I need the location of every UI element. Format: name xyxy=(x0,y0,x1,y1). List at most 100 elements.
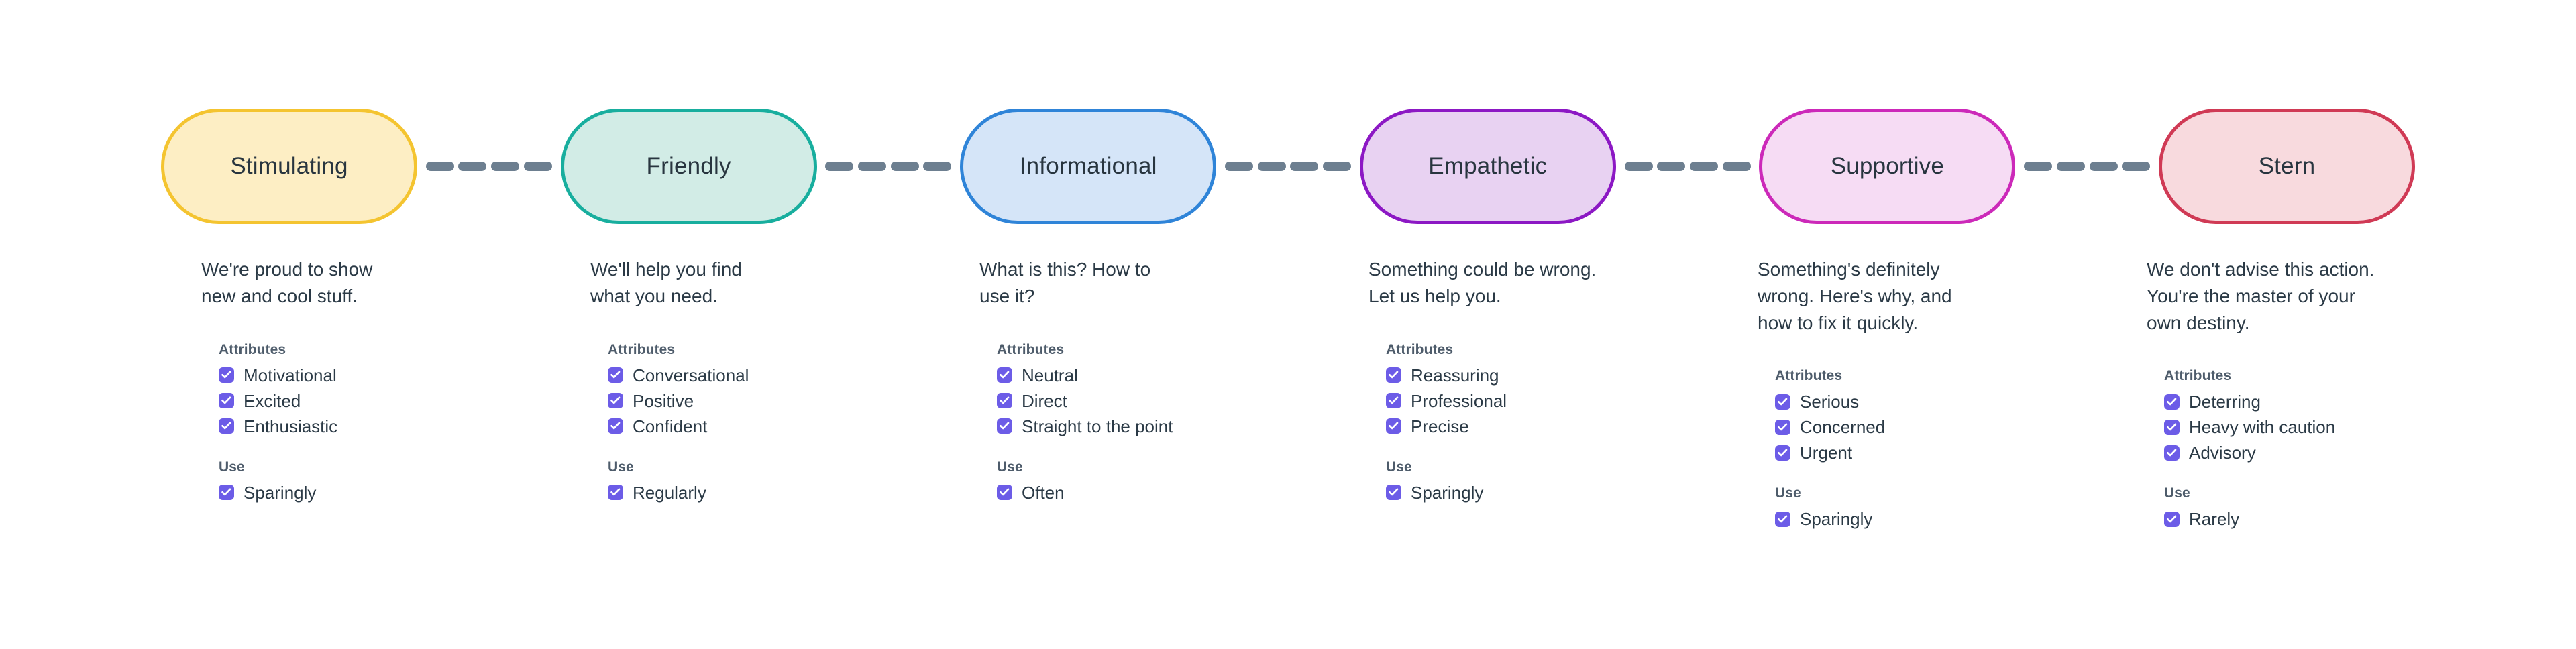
group-heading-attributes: Attributes xyxy=(219,341,286,357)
checkbox-checked-icon[interactable] xyxy=(219,485,234,500)
checkmark-icon xyxy=(2167,515,2177,523)
tone-pill-stern[interactable]: Stern xyxy=(2158,108,2415,224)
checkbox-row[interactable]: Professional xyxy=(1386,388,1717,414)
group-heading-use: Use xyxy=(2164,485,2190,501)
checkbox-checked-icon[interactable] xyxy=(2164,445,2180,461)
checkbox-row[interactable]: Confident xyxy=(608,414,939,439)
tone-description: Something's definitely wrong. Here's why… xyxy=(1758,259,1952,333)
checkbox-checked-icon[interactable] xyxy=(1775,511,1790,527)
checkbox-label: Excited xyxy=(244,390,301,411)
connector-dash xyxy=(425,161,454,171)
checkbox-checked-icon[interactable] xyxy=(608,367,623,383)
checkbox-checked-icon[interactable] xyxy=(997,485,1012,500)
checkmark-icon xyxy=(221,422,231,430)
connector-dash xyxy=(2024,161,2053,171)
tone-pill-informational[interactable]: Informational xyxy=(960,108,1217,224)
tone-pill-empathetic[interactable]: Empathetic xyxy=(1359,108,1616,224)
checkmark-icon xyxy=(610,422,621,430)
checkbox-checked-icon[interactable] xyxy=(1775,445,1790,461)
tone-pill-friendly[interactable]: Friendly xyxy=(560,108,817,224)
checkbox-row[interactable]: Advisory xyxy=(2164,440,2496,465)
tone-pill-supportive[interactable]: Supportive xyxy=(1759,108,2016,224)
checkbox-label: Motivational xyxy=(244,365,337,386)
connector-dash xyxy=(1290,161,1319,171)
checkbox-row[interactable]: Conversational xyxy=(608,363,939,388)
checkbox-row[interactable]: Enthusiastic xyxy=(219,414,550,439)
checkbox-row[interactable]: Precise xyxy=(1386,414,1717,439)
group-heading-attributes: Attributes xyxy=(2164,368,2232,384)
checkbox-checked-icon[interactable] xyxy=(2164,511,2180,527)
tone-description: We'll help you find what you need. xyxy=(590,259,742,306)
checkbox-row[interactable]: Urgent xyxy=(1775,440,2106,465)
checkbox-row[interactable]: Often xyxy=(997,480,1328,506)
checkbox-checked-icon[interactable] xyxy=(1775,419,1790,435)
group-heading-use: Use xyxy=(1386,459,1412,475)
checkbox-checked-icon[interactable] xyxy=(2164,394,2180,410)
checkbox-row[interactable]: Motivational xyxy=(219,363,550,388)
checkbox-checked-icon[interactable] xyxy=(997,393,1012,408)
checkbox-label: Straight to the point xyxy=(1022,416,1173,436)
checkbox-checked-icon[interactable] xyxy=(608,393,623,408)
connector-dash xyxy=(1257,161,1286,171)
tone-connector xyxy=(1220,161,1356,171)
connector-dash xyxy=(858,161,887,171)
checkbox-checked-icon[interactable] xyxy=(1386,418,1401,434)
checkbox-row[interactable]: Reassuring xyxy=(1386,363,1717,388)
connector-dash xyxy=(523,161,552,171)
checkbox-row[interactable]: Direct xyxy=(997,388,1328,414)
checkmark-icon xyxy=(1778,398,1788,406)
checkbox-label: Sparingly xyxy=(1411,482,1484,503)
checkbox-row[interactable]: Heavy with caution xyxy=(2164,414,2496,440)
checkbox-row[interactable]: Concerned xyxy=(1775,414,2106,440)
connector-dash xyxy=(1689,161,1718,171)
tone-column-supportive: Something's definitely wrong. Here's why… xyxy=(1717,256,2106,578)
checkbox-checked-icon[interactable] xyxy=(1386,367,1401,383)
checkmark-icon xyxy=(610,396,621,404)
group-heading-use: Use xyxy=(1775,485,1801,501)
checkmark-icon xyxy=(1389,488,1399,496)
checkbox-checked-icon[interactable] xyxy=(997,367,1012,383)
tone-pill-stimulating[interactable]: Stimulating xyxy=(161,108,417,224)
checkbox-checked-icon[interactable] xyxy=(219,393,234,408)
checkbox-row[interactable]: Rarely xyxy=(2164,506,2496,532)
checkmark-icon xyxy=(2167,449,2177,457)
checkmark-icon xyxy=(1389,396,1399,404)
tone-pill-label: Empathetic xyxy=(1428,153,1548,179)
checkbox-row[interactable]: Regularly xyxy=(608,480,939,506)
checkbox-checked-icon[interactable] xyxy=(608,485,623,500)
checkbox-row[interactable]: Straight to the point xyxy=(997,414,1328,439)
checkbox-label: Deterring xyxy=(2189,392,2261,412)
tone-pill-label: Stern xyxy=(2258,153,2316,179)
group-heading-attributes: Attributes xyxy=(1775,368,1843,384)
checkbox-row[interactable]: Positive xyxy=(608,388,939,414)
checkbox-row[interactable]: Sparingly xyxy=(219,480,550,506)
tone-description: We're proud to show new and cool stuff. xyxy=(201,259,373,306)
connector-dash xyxy=(1624,161,1653,171)
checkbox-row[interactable]: Neutral xyxy=(997,363,1328,388)
group-heading-attributes: Attributes xyxy=(608,341,676,357)
checkbox-row[interactable]: Sparingly xyxy=(1775,506,2106,532)
connector-dash xyxy=(491,161,520,171)
checkbox-checked-icon[interactable] xyxy=(608,418,623,434)
checkbox-row[interactable]: Sparingly xyxy=(1386,480,1717,506)
checkbox-row[interactable]: Serious xyxy=(1775,389,2106,414)
tone-pill-row: Stimulating Friendly Informational Empathet… xyxy=(161,107,2415,225)
checkbox-row[interactable]: Excited xyxy=(219,388,550,414)
checkbox-checked-icon[interactable] xyxy=(1775,394,1790,410)
checkbox-checked-icon[interactable] xyxy=(1386,485,1401,500)
checkbox-checked-icon[interactable] xyxy=(2164,419,2180,435)
checkbox-row[interactable]: Deterring xyxy=(2164,389,2496,414)
checkmark-icon xyxy=(1000,396,1010,404)
checkbox-checked-icon[interactable] xyxy=(219,418,234,434)
tone-column-stern: We don't advise this action. You're the … xyxy=(2106,256,2496,578)
checkbox-checked-icon[interactable] xyxy=(1386,393,1401,408)
checkbox-checked-icon[interactable] xyxy=(997,418,1012,434)
checkbox-checked-icon[interactable] xyxy=(219,367,234,383)
